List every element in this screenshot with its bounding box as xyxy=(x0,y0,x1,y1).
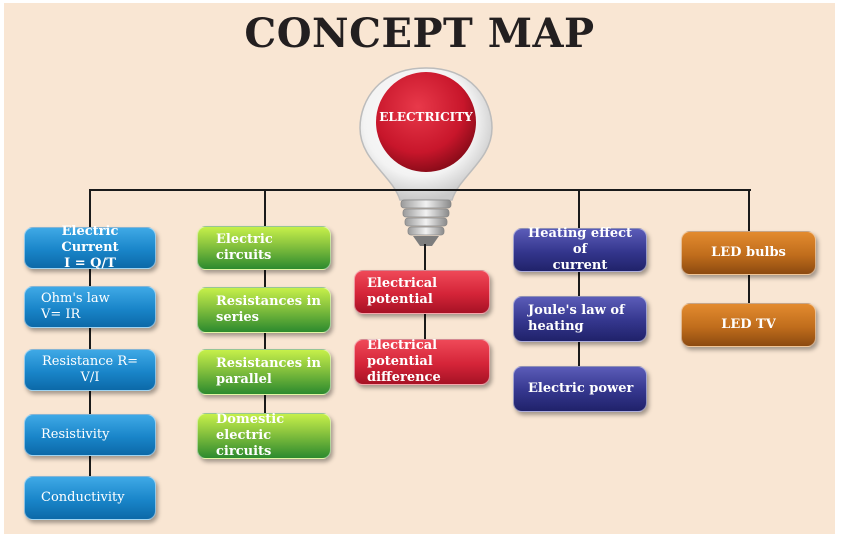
node-electric-current: Electric Current I = Q/T xyxy=(24,224,156,271)
node-line: current xyxy=(552,258,608,273)
node-line: parallel xyxy=(216,372,272,387)
node-line: circuits xyxy=(216,444,272,459)
connector-line xyxy=(748,274,750,304)
node-line: Electric Current xyxy=(61,224,119,255)
node-resistances-parallel: Resistances in parallel xyxy=(197,349,331,395)
node-resistances-series: Resistances in series xyxy=(197,287,331,333)
connector-line xyxy=(264,189,266,226)
node-line: series xyxy=(216,310,259,325)
node-line: potential difference xyxy=(367,354,441,385)
node-line: Conductivity xyxy=(41,490,125,505)
node-line: Resistance R= V/I xyxy=(41,354,139,385)
node-line: Electric circuits xyxy=(216,232,273,263)
connector-line xyxy=(264,268,266,418)
node-line: Electrical xyxy=(367,338,438,353)
node-ohms-law: Ohm's law V= IR xyxy=(24,286,156,328)
node-resistivity: Resistivity xyxy=(24,414,156,456)
node-line: LED TV xyxy=(721,317,776,332)
node-line: Domestic electric xyxy=(216,412,285,443)
connector-line xyxy=(748,189,750,231)
node-electrical-potential: Electrical potential xyxy=(354,270,490,314)
node-electric-power: Electric power xyxy=(513,366,647,412)
node-led-tv: LED TV xyxy=(681,303,816,347)
node-line: Resistivity xyxy=(41,427,110,442)
node-line: I = Q/T xyxy=(64,256,116,271)
node-potential-difference: Electrical potential difference xyxy=(354,338,490,385)
node-line: Electric power xyxy=(528,381,634,396)
node-line: V= IR xyxy=(41,307,81,322)
node-line: potential xyxy=(367,292,433,307)
root-node-label: ELECTRICITY xyxy=(379,110,473,124)
node-line: Heating effect of xyxy=(527,226,633,257)
connector-line xyxy=(578,189,580,229)
node-domestic-circuits: Domestic electric circuits xyxy=(197,412,331,459)
connector-line xyxy=(424,313,426,341)
node-line: Electrical xyxy=(367,276,438,291)
node-joules-law: Joule's law of heating xyxy=(513,296,647,342)
node-heating-effect: Heating effect of current xyxy=(513,226,647,273)
node-line: LED bulbs xyxy=(711,245,786,260)
page-title: CONCEPT MAP xyxy=(244,10,595,57)
node-electric-circuits: Electric circuits xyxy=(197,226,331,270)
node-line: heating xyxy=(528,319,584,334)
node-resistance: Resistance R= V/I xyxy=(24,349,156,391)
node-line: Ohm's law xyxy=(41,291,110,306)
connector-line xyxy=(89,189,91,229)
node-conductivity: Conductivity xyxy=(24,476,156,520)
node-line: Resistances in xyxy=(216,294,321,309)
connector-line xyxy=(424,244,426,272)
connector-line xyxy=(89,189,751,191)
node-led-bulbs: LED bulbs xyxy=(681,231,816,275)
node-line: Resistances in xyxy=(216,356,321,371)
node-line: Joule's law of xyxy=(528,303,625,318)
